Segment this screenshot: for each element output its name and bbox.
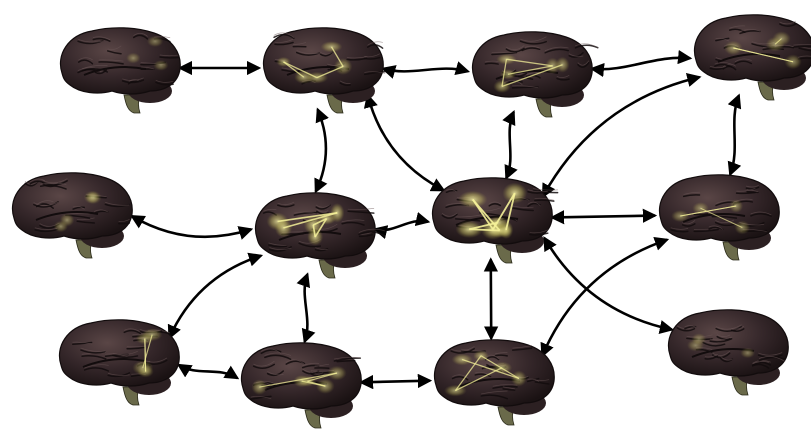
brain-node-b10	[241, 342, 362, 429]
edge-arrow-b2-b6	[314, 107, 329, 194]
brain-node-b2	[263, 27, 386, 114]
edge-arrow-b10-b11	[358, 373, 433, 390]
brain-node-b7	[432, 177, 559, 264]
brain-node-b11	[434, 339, 555, 426]
brain-node-b6	[255, 192, 386, 279]
edge-arrow-b5-b6	[130, 215, 254, 240]
edge-arrow-b6-b10	[296, 272, 316, 344]
brain-node-b4	[694, 14, 811, 101]
brain-node-b5	[12, 172, 133, 259]
nodes-layer	[12, 14, 811, 429]
edge-arrow-b4-b7	[541, 72, 702, 199]
cortex-b5	[12, 172, 133, 240]
edge-arrow-b4-b8	[727, 93, 742, 177]
edge-arrow-b6-b7	[372, 212, 431, 240]
edge-arrow-b2-b3	[380, 61, 471, 79]
brain-node-b12	[668, 309, 789, 396]
cortex-b3	[472, 31, 593, 99]
brain-node-b8	[659, 174, 780, 261]
edge-arrow-b11-b8	[540, 236, 670, 358]
edge-arrow-b3-b7	[502, 110, 518, 180]
edge-arrow-b7-b8	[549, 208, 658, 225]
edges-layer	[130, 49, 742, 390]
brain-node-b3	[472, 31, 599, 118]
edge-arrow-b3-b4	[589, 49, 693, 78]
edge-arrow-b2-b7	[363, 93, 446, 192]
brain-node-b1	[60, 27, 181, 114]
brain-node-b9	[59, 319, 180, 406]
edge-arrow-b9-b10	[176, 363, 240, 380]
cortex-b12	[668, 309, 789, 377]
edge-arrow-b6-b9	[167, 252, 264, 340]
